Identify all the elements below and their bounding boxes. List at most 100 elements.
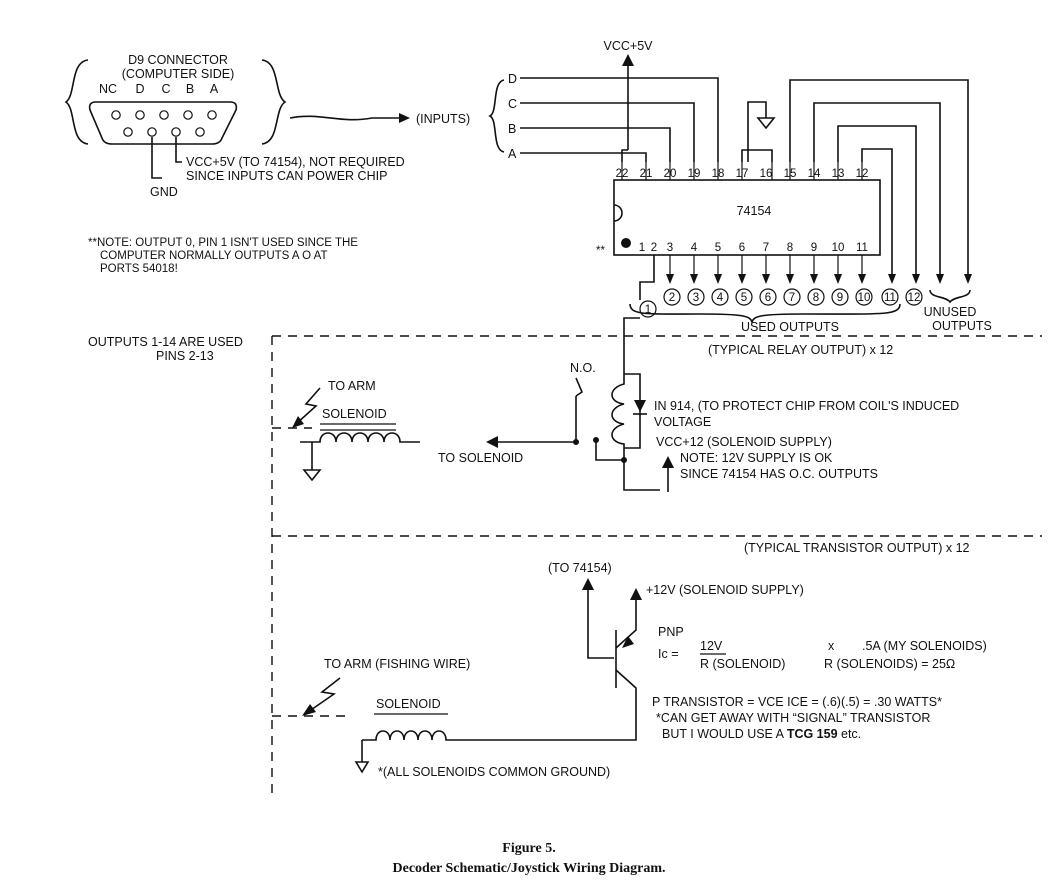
bottom-pin-4: 4 — [691, 242, 698, 254]
to-chip-arrow-icon — [582, 578, 594, 590]
frac-num: 12V — [700, 639, 723, 653]
vcc-lead — [175, 137, 182, 163]
out-wire-15 — [789, 79, 969, 280]
pin-label-nc: NC — [99, 82, 117, 96]
transistor-note-2: BUT I WOULD USE A TCG 159 etc. — [662, 727, 861, 741]
emitter-lead — [615, 598, 637, 649]
pin-label-d: D — [135, 82, 144, 96]
top-pin-18: 18 — [712, 168, 725, 180]
resistance-value: R (SOLENOIDS) = 25Ω — [824, 657, 955, 671]
note-marker: ** — [596, 245, 605, 257]
transistor-section: (TO 74154) +12V (SOLENOID SUPPLY) PNP Ic… — [272, 561, 987, 779]
transistor-type: PNP — [658, 625, 684, 639]
ground-note: *(ALL SOLENOIDS COMMON GROUND) — [378, 765, 610, 779]
emitter-arrow-icon — [622, 636, 634, 648]
input-label-c: C — [508, 97, 517, 111]
pin-label-a: A — [210, 82, 219, 96]
relay-supply: VCC+12 (SOLENOID SUPPLY) — [656, 435, 832, 449]
bottom-pin-5: 5 — [715, 242, 721, 254]
output-9: 9 — [837, 292, 843, 304]
no-label: N.O. — [570, 361, 596, 375]
relay-note-1: NOTE: 12V SUPPLY IS OK — [680, 451, 833, 465]
output-11: 11 — [884, 292, 896, 304]
input-label-a: A — [508, 147, 517, 161]
diode-note-2: VOLTAGE — [654, 415, 711, 429]
right-brace — [261, 59, 287, 145]
relay-feed-wire — [623, 317, 640, 360]
pin1-dot — [621, 238, 631, 248]
top-pin-20: 20 — [664, 168, 677, 180]
bottom-pin-9: 9 — [811, 242, 817, 254]
bottom-pin-11: 11 — [856, 242, 868, 254]
chip-name: 74154 — [737, 204, 772, 218]
input-wire-b — [520, 127, 671, 162]
output-6: 6 — [765, 292, 771, 304]
inputs-label: (INPUTS) — [416, 112, 470, 126]
relay-ground-icon — [302, 469, 322, 482]
relay-note-2: SINCE 74154 HAS O.C. OUTPUTS — [680, 467, 878, 481]
top-pin-21: 21 — [640, 168, 653, 180]
supply-arrow-icon — [630, 588, 642, 600]
transistor-arm-arrow — [307, 677, 341, 713]
outputs-used-line2: PINS 2-13 — [156, 349, 214, 363]
vcc-arrow-icon — [622, 54, 634, 66]
transistor-supply: +12V (SOLENOID SUPPLY) — [646, 583, 804, 597]
top-pin-15: 15 — [784, 168, 797, 180]
output-12: 12 — [908, 292, 921, 304]
to-solenoid-label: TO SOLENOID — [438, 451, 523, 465]
d9-shell — [88, 101, 238, 145]
top-pin-12: 12 — [856, 168, 869, 180]
relay-solenoid-coil — [300, 432, 420, 443]
frac-den: R (SOLENOID) — [700, 657, 785, 671]
unused-outputs-brace — [929, 289, 971, 304]
top-pin-16: 16 — [760, 168, 773, 180]
transistor-ground-icon — [354, 761, 370, 774]
relay-header: (TYPICAL RELAY OUTPUT) x 12 — [708, 343, 893, 357]
diode-note-1: IN 914, (TO PROTECT CHIP FROM COIL'S IND… — [654, 399, 959, 413]
note-2-pre: BUT I WOULD USE A — [662, 727, 787, 741]
diode-icon — [634, 400, 646, 412]
output-10: 10 — [858, 292, 871, 304]
bottom-pin-8: 8 — [787, 242, 793, 254]
times-sign: x — [828, 639, 835, 653]
output-4: 4 — [717, 292, 724, 304]
d9-connector: D9 CONNECTOR (COMPUTER SIDE) NC D C B A … — [64, 53, 505, 199]
input-wire-d — [520, 77, 719, 162]
pin-label-c: C — [161, 82, 170, 96]
output-3: 3 — [693, 292, 699, 304]
top-pin-13: 13 — [832, 168, 845, 180]
transistor-header: (TYPICAL TRANSISTOR OUTPUT) x 12 — [744, 541, 970, 555]
bottom-pin-6: 6 — [739, 242, 745, 254]
ic-label: Ic = — [658, 647, 679, 661]
relay-coil — [611, 360, 625, 460]
chip-74154: VCC+5V D C B A 74154 ** — [508, 39, 992, 334]
circled-outputs — [639, 288, 923, 318]
gnd-lead — [151, 137, 162, 179]
bottom-pin-10: 10 — [832, 242, 845, 254]
input-wire-a — [520, 152, 647, 162]
output-5: 5 — [741, 292, 747, 304]
note-line1: **NOTE: OUTPUT 0, PIN 1 ISN'T USED SINCE… — [88, 237, 358, 249]
chip-notch — [613, 204, 623, 222]
collector-lead — [452, 669, 637, 741]
vcc-note-line2: SINCE INPUTS CAN POWER CHIP — [186, 169, 387, 183]
chip-body — [613, 179, 881, 256]
inputs-arrow — [289, 115, 402, 121]
top-pin-14: 14 — [808, 168, 821, 180]
power-formula: P TRANSISTOR = VCE ICE = (.6)(.5) = .30 … — [652, 695, 942, 709]
used-outputs-brace — [629, 303, 901, 325]
out-wire-13 — [837, 125, 917, 280]
relay-section: IN 914, (TO PROTECT CHIP FROM COIL'S IND… — [272, 317, 959, 492]
out-wire-12 — [861, 148, 893, 280]
bottom-pin-7: 7 — [763, 242, 769, 254]
gnd-wire — [747, 101, 767, 162]
relay-to-arm: TO ARM — [328, 379, 376, 393]
relay-arm-arrow — [295, 387, 321, 425]
bottom-pin-2: 2 — [651, 242, 657, 254]
unused-label-1: UNUSED — [924, 305, 977, 319]
d9-pins — [111, 110, 217, 137]
connector-title: D9 CONNECTOR — [128, 53, 228, 67]
no-switch-icon — [575, 377, 583, 397]
gnd-arrow-icon — [756, 117, 776, 130]
note-block: **NOTE: OUTPUT 0, PIN 1 ISN'T USED SINCE… — [88, 237, 358, 275]
